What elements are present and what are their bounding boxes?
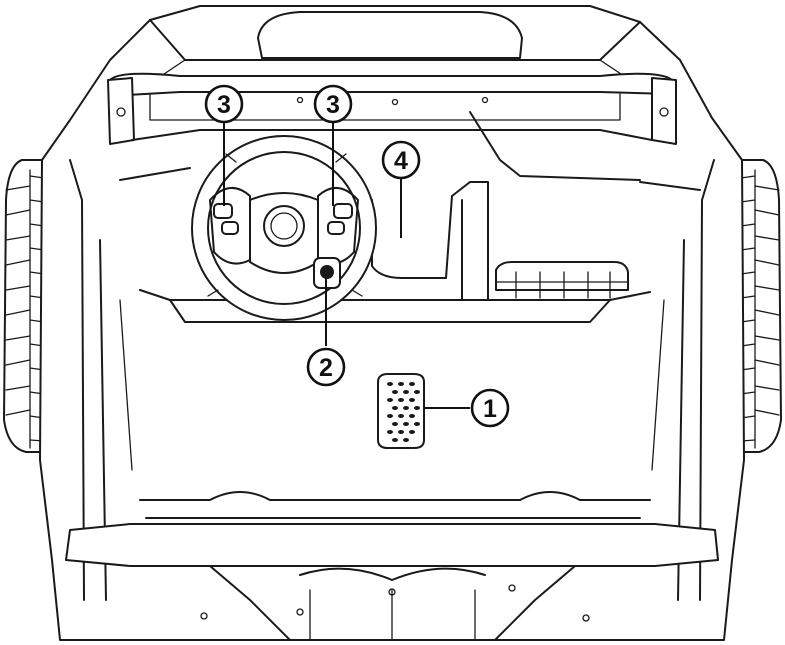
callout-2-label: 2 bbox=[319, 354, 333, 382]
steering-button-right-icon bbox=[333, 203, 353, 219]
steering-button-left-icon bbox=[213, 203, 233, 219]
callout-2: 2 bbox=[306, 347, 346, 387]
callout-3-right-label: 3 bbox=[326, 91, 340, 119]
callout-4: 4 bbox=[381, 140, 421, 180]
callout-3-left-label: 3 bbox=[217, 91, 231, 119]
callout-3-left: 3 bbox=[204, 84, 244, 124]
callout-leaders bbox=[223, 122, 470, 409]
steering-wheel bbox=[191, 135, 377, 321]
pedal-icon bbox=[377, 373, 425, 449]
callout-1: 1 bbox=[470, 388, 510, 428]
callout-4-label: 4 bbox=[394, 147, 408, 175]
vehicle-body bbox=[39, 5, 745, 641]
callout-3-right: 3 bbox=[313, 84, 353, 124]
callout-1-label: 1 bbox=[483, 395, 497, 423]
